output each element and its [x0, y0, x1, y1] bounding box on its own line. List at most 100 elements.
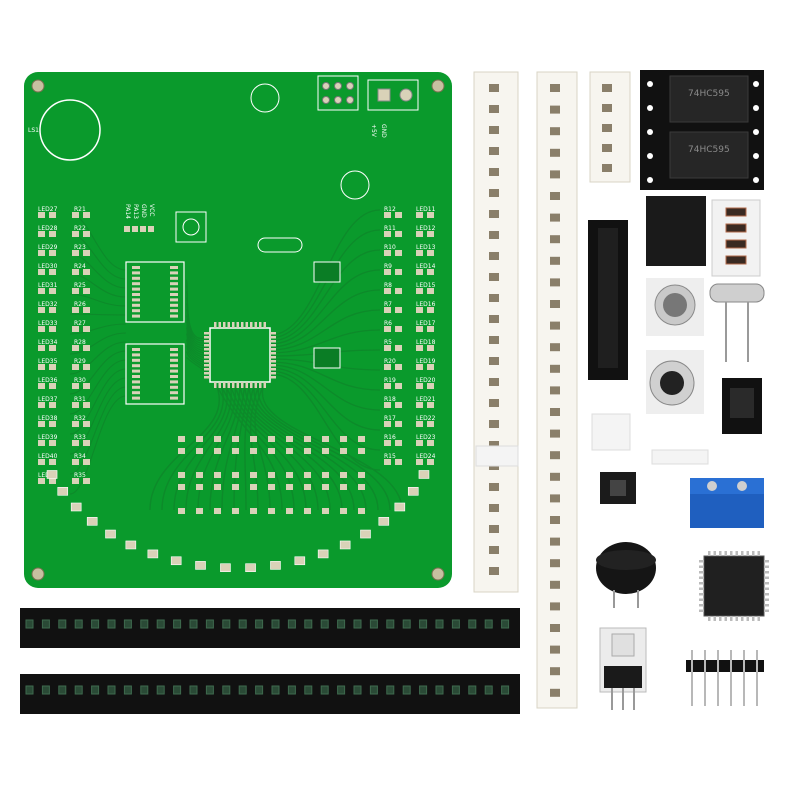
reel-led	[451, 619, 460, 629]
resistor-pad	[384, 364, 391, 370]
resistor-pad	[384, 250, 391, 256]
reel-led	[337, 685, 346, 695]
reel-led	[173, 619, 182, 629]
reel-led	[189, 685, 198, 695]
mcu-leg	[764, 587, 769, 590]
resistor-label: R35	[74, 472, 86, 479]
trace	[219, 381, 295, 511]
ic-pad	[170, 276, 178, 280]
resistor-pad	[384, 402, 391, 408]
reel-led	[468, 685, 477, 695]
mcu-leg	[699, 587, 704, 590]
resistor-pad	[250, 448, 257, 454]
mcu-leg	[719, 616, 722, 621]
led-pad	[427, 345, 434, 351]
resistor-pad	[83, 440, 90, 446]
resistor-pad	[384, 459, 391, 465]
ic-pad	[132, 276, 140, 280]
tape-pocket	[550, 192, 560, 200]
led-pad	[416, 231, 423, 237]
tape-pocket	[489, 168, 499, 176]
led-pad	[416, 459, 423, 465]
reel-led	[140, 619, 149, 629]
ic-chip	[669, 75, 749, 123]
mcu-pad	[204, 368, 210, 371]
arc-led-pad	[270, 561, 281, 570]
mcu-pad	[236, 382, 239, 388]
arc-led-pad	[170, 556, 182, 566]
tape-pocket	[550, 537, 560, 546]
mcu-pad	[270, 376, 276, 379]
mcu-leg	[699, 571, 704, 574]
ic-pad	[132, 358, 140, 362]
led-pad	[49, 459, 56, 465]
mcu-pad	[270, 356, 276, 359]
pin-header-pins	[691, 650, 758, 706]
trace	[269, 364, 381, 411]
resistor-pad	[384, 269, 391, 275]
reel-led	[25, 685, 34, 695]
resistor-pad	[268, 472, 275, 478]
mcu-pad	[270, 332, 276, 335]
resistor-pad	[395, 269, 402, 275]
led-label: LED19	[416, 358, 436, 365]
mcu-pad	[254, 322, 257, 328]
mcu-pad	[270, 368, 276, 371]
ic-pad	[170, 391, 178, 395]
led-label: LED15	[416, 282, 436, 289]
resistor-pad	[232, 508, 239, 514]
mcu-pad	[204, 356, 210, 359]
resistor-label: R9	[384, 263, 392, 270]
mcu-leg	[764, 576, 769, 579]
reel-leds	[25, 619, 510, 695]
trace	[69, 323, 127, 335]
reel-led	[402, 685, 411, 695]
resistor-pad	[214, 484, 221, 490]
trace	[69, 350, 127, 395]
arc-led-pad	[245, 563, 256, 573]
arc-led-pad	[105, 529, 116, 539]
reel-led	[41, 685, 50, 695]
led-pad	[49, 250, 56, 256]
resistor-pad	[178, 508, 185, 514]
trace	[229, 381, 319, 511]
resistor-pad	[286, 436, 293, 442]
regulator-block	[646, 196, 706, 266]
resistor-pad	[304, 472, 311, 478]
led-pad	[49, 364, 56, 370]
ic-pad	[170, 314, 178, 318]
resistor-pad	[395, 326, 402, 332]
led-pad	[416, 383, 423, 389]
mcu-leg	[746, 551, 749, 556]
resistor-label: R12	[384, 206, 396, 213]
led-pad	[38, 459, 45, 465]
tape-pocket	[489, 336, 499, 344]
resistor-pad	[72, 478, 79, 484]
resistor-pad	[83, 250, 90, 256]
led-pad	[416, 345, 423, 351]
led-pad	[38, 478, 45, 484]
tape-pocket	[550, 602, 560, 611]
resistor-label: R8	[384, 282, 392, 289]
mcu-pad	[218, 382, 221, 388]
resistor-pad	[72, 440, 79, 446]
led-pad	[427, 307, 434, 313]
resistor-pad	[196, 484, 203, 490]
resistor-pad	[196, 436, 203, 442]
mcu-leg	[764, 582, 769, 585]
led-pad	[416, 288, 423, 294]
trace	[269, 269, 381, 345]
resistor-pad	[340, 436, 347, 442]
led-pad	[427, 421, 434, 427]
resistor-pad	[395, 421, 402, 427]
small-part	[475, 445, 519, 467]
led-label: LED38	[38, 415, 58, 422]
resistor-pad	[72, 364, 79, 370]
arc-led-pad	[195, 561, 206, 570]
resistor-pad	[322, 472, 329, 478]
power-pad	[399, 88, 413, 102]
led-label: LED11	[416, 206, 436, 213]
led-pad	[38, 345, 45, 351]
reel-led	[501, 685, 510, 695]
